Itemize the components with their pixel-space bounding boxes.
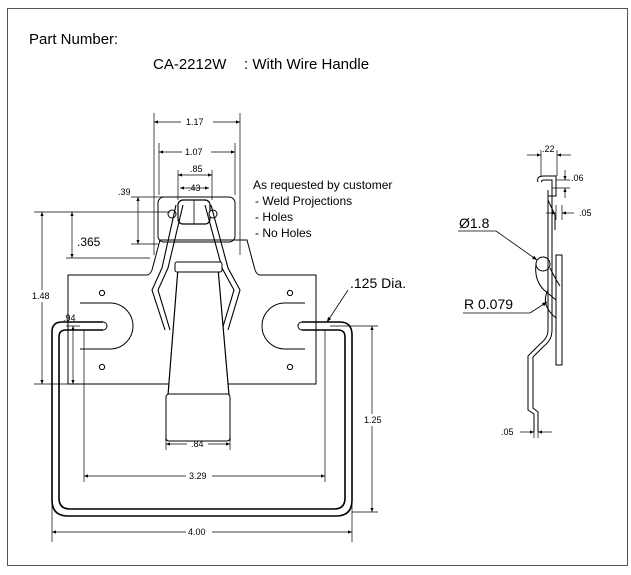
dim-94: .94 [63, 313, 76, 323]
callout-radius: R 0.079 [464, 296, 513, 312]
note-item-no-holes: - No Holes [255, 226, 312, 240]
side-plate [527, 190, 549, 432]
bail-wire [151, 204, 177, 331]
sheet-border [7, 8, 628, 566]
dim-1-25: 1.25 [364, 415, 382, 425]
mount-hole [286, 363, 294, 371]
side-mount-plate [555, 254, 563, 366]
front-view [51, 196, 353, 517]
mount-hole [98, 289, 106, 297]
dim-1-48: 1.48 [32, 291, 50, 301]
dim-side-22: .22 [542, 144, 555, 154]
dim-1-17: 1.17 [186, 117, 204, 127]
part-number-label: Part Number: [29, 31, 118, 48]
top-tab [157, 196, 236, 243]
dim-1-07: 1.07 [185, 147, 203, 157]
right-ear [261, 302, 305, 350]
dim-side-05-bottom: .05 [501, 427, 514, 437]
mount-hole [98, 363, 106, 371]
callout-diameter: Ø1.8 [459, 215, 490, 231]
dim-side-06: .06 [571, 173, 584, 183]
part-code: CA-2212W [153, 56, 227, 73]
dim-85: .85 [190, 164, 203, 174]
mount-hole [286, 289, 294, 297]
dim-39: .39 [118, 187, 131, 197]
dim-4-00: 4.00 [188, 527, 206, 537]
left-ear [80, 302, 134, 350]
side-hinge [537, 175, 557, 197]
wire-handle [51, 321, 353, 517]
base-plate [67, 239, 317, 385]
dim-side-05-mid: .05 [579, 208, 592, 218]
side-view [527, 175, 563, 432]
callout-hole-dia: .125 Dia. [350, 275, 406, 291]
note-item-weld: - Weld Projections [255, 194, 352, 208]
note-item-holes: - Holes [255, 210, 293, 224]
side-dimensions: .22 .06 .05 .05 Ø1.8 R 0.079 [458, 144, 592, 438]
dim-3-29: 3.29 [189, 471, 207, 481]
dim-84: .84 [191, 439, 204, 449]
dim-365: .365 [77, 235, 101, 249]
front-dimensions: 1.17 1.07 .85 .43 .39 .365 1.48 .94 [30, 113, 406, 542]
part-description: : With Wire Handle [244, 56, 369, 73]
strap-end [165, 393, 231, 442]
strap-clip [174, 261, 223, 273]
note-heading: As requested by customer [253, 178, 392, 192]
dim-43: .43 [188, 183, 201, 193]
